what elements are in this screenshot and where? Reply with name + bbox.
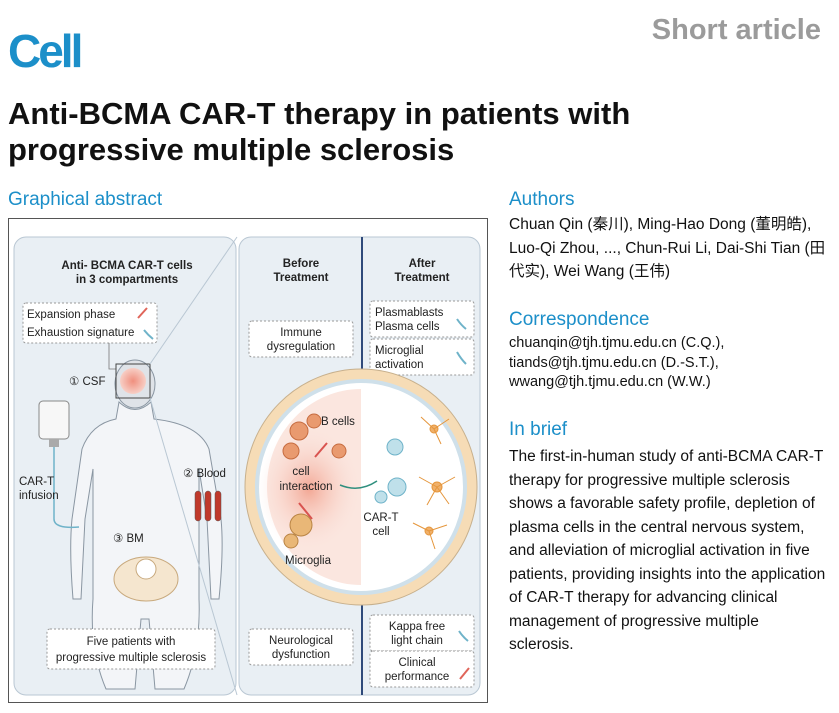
plasma-cells-label: Plasma cells (375, 321, 440, 333)
cart-cell-label-line2: cell (372, 526, 389, 538)
correspondence-email-3[interactable]: wwang@tjh.tjmu.edu.cn (W.W.) (509, 374, 711, 390)
immune-label-line1: Immune (280, 327, 322, 339)
cart-infusion-label-line1: CAR-T (19, 476, 54, 488)
plasma-box (369, 300, 475, 338)
article-title: Anti-BCMA CAR-T therapy in patients with… (8, 96, 631, 167)
arrow-up-icon (137, 307, 148, 319)
b-cells-icon (282, 413, 347, 460)
correspondence-emails: chuanqin@tjh.tjmu.edu.cn (C.Q.), tiands@… (509, 334, 834, 393)
left-panel-title-line2: in 3 compartments (76, 274, 178, 286)
brain-icon (120, 368, 146, 394)
bm-label: ③ BM (113, 533, 144, 545)
expansion-box (22, 302, 158, 344)
patients-label-line2: progressive multiple sclerosis (56, 652, 206, 664)
neuro-label-line2: dysfunction (272, 649, 330, 661)
human-body-illustration (70, 359, 223, 690)
microglial-label-line1: Microglial (375, 345, 424, 357)
iv-bag-icon (38, 400, 70, 440)
blood-label: ② Blood (183, 468, 226, 480)
kappa-label-line1: Kappa free (389, 621, 445, 633)
cell-interaction-label-line2: interaction (279, 481, 332, 493)
before-label-line2: Treatment (274, 272, 329, 284)
cart-cells-icon (374, 438, 407, 504)
cell-interaction-label-line1: cell (292, 466, 309, 478)
correspondence-heading: Correspondence (509, 309, 650, 330)
blood-tubes-icon (194, 490, 222, 522)
csf-zoom-box (115, 363, 151, 399)
authors-list: Chuan Qin (秦川), Ming-Hao Dong (董明皓), Luo… (509, 216, 826, 280)
microglia-label: Microglia (285, 555, 332, 567)
neuro-box (248, 628, 354, 666)
correspondence-email-1[interactable]: chuanqin@tjh.tjmu.edu.cn (C.Q.), (509, 335, 725, 351)
article-type-label: Short article (651, 14, 821, 46)
in-brief-text: The first-in-human study of anti-BCMA CA… (509, 448, 826, 653)
clinical-box (369, 650, 475, 688)
graphical-abstract-heading: Graphical abstract (8, 189, 163, 210)
correspondence-email-2[interactable]: tiands@tjh.tjmu.edu.cn (D.-S.T.), (509, 354, 719, 371)
arrow-down-icon (143, 329, 154, 340)
graphical-abstract-figure: Anti- BCMA CAR-T cells in 3 compartments… (8, 218, 488, 703)
b-cells-label: B cells (321, 416, 355, 428)
clinical-label-line1: Clinical (398, 657, 435, 669)
expansion-label: Expansion phase (27, 309, 115, 321)
cart-infusion-label-line2: infusion (19, 490, 59, 502)
arrow-up-icon (459, 667, 470, 680)
plasmablasts-label: Plasmablasts (375, 307, 444, 319)
patients-box (46, 628, 216, 670)
microglial-label-line2: activation (375, 359, 424, 371)
interaction-arrow-icon (339, 480, 378, 489)
clinical-label-line2: performance (385, 671, 450, 683)
left-panel-title-line1: Anti- BCMA CAR-T cells (61, 260, 192, 272)
patients-label-line1: Five patients with (87, 636, 176, 648)
microglia-icon (283, 513, 313, 549)
arrow-down-icon (456, 318, 467, 330)
immune-label-line2: dysregulation (267, 341, 335, 353)
immune-box (248, 320, 354, 358)
cart-cell-label-line1: CAR-T (363, 512, 398, 524)
before-label-line1: Before (283, 258, 319, 270)
kappa-box (369, 614, 475, 652)
neuro-label-line1: Neurological (269, 635, 333, 647)
in-brief-heading: In brief (509, 419, 568, 440)
after-label-line2: Treatment (395, 272, 450, 284)
graphical-abstract-illustration: Anti- BCMA CAR-T cells in 3 compartments… (13, 236, 481, 696)
authors-heading: Authors (509, 189, 575, 210)
cell-logo: Cell (8, 25, 83, 77)
kappa-label-line2: light chain (391, 635, 443, 647)
arrow-down-icon (456, 351, 467, 365)
csf-label: ① CSF (69, 376, 106, 388)
arrow-down-icon (458, 630, 469, 642)
activated-microglia-icon (412, 416, 456, 550)
exhaustion-label: Exhaustion signature (27, 327, 134, 339)
microglial-box (369, 338, 475, 376)
after-label-line1: After (409, 258, 436, 270)
